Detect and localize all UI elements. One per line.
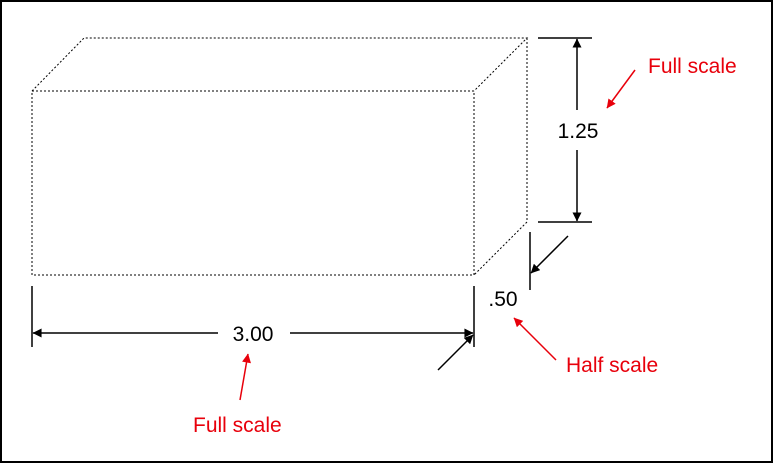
width-dimension-label: 3.00 [233, 323, 274, 346]
annotation-arrows [239, 69, 636, 401]
height-scale-note: Full scale [648, 55, 737, 78]
height-scale-arrow [606, 69, 636, 109]
width-dimension [31, 286, 475, 347]
depth-dimension-label: .50 [488, 288, 517, 311]
width-scale-arrow [239, 353, 251, 401]
front-face [31, 90, 475, 276]
depth-scale-arrow [513, 317, 557, 361]
height-dimension [538, 37, 592, 223]
oblique-box [31, 37, 529, 276]
width-scale-note: Full scale [193, 414, 282, 437]
depth-dimension [437, 232, 569, 371]
top-face [31, 37, 529, 92]
side-face [473, 38, 528, 276]
depth-arrow-upper [530, 235, 569, 274]
depth-arrow-lower [437, 334, 474, 371]
depth-scale-note: Half scale [566, 354, 658, 377]
height-dimension-label: 1.25 [558, 120, 599, 143]
